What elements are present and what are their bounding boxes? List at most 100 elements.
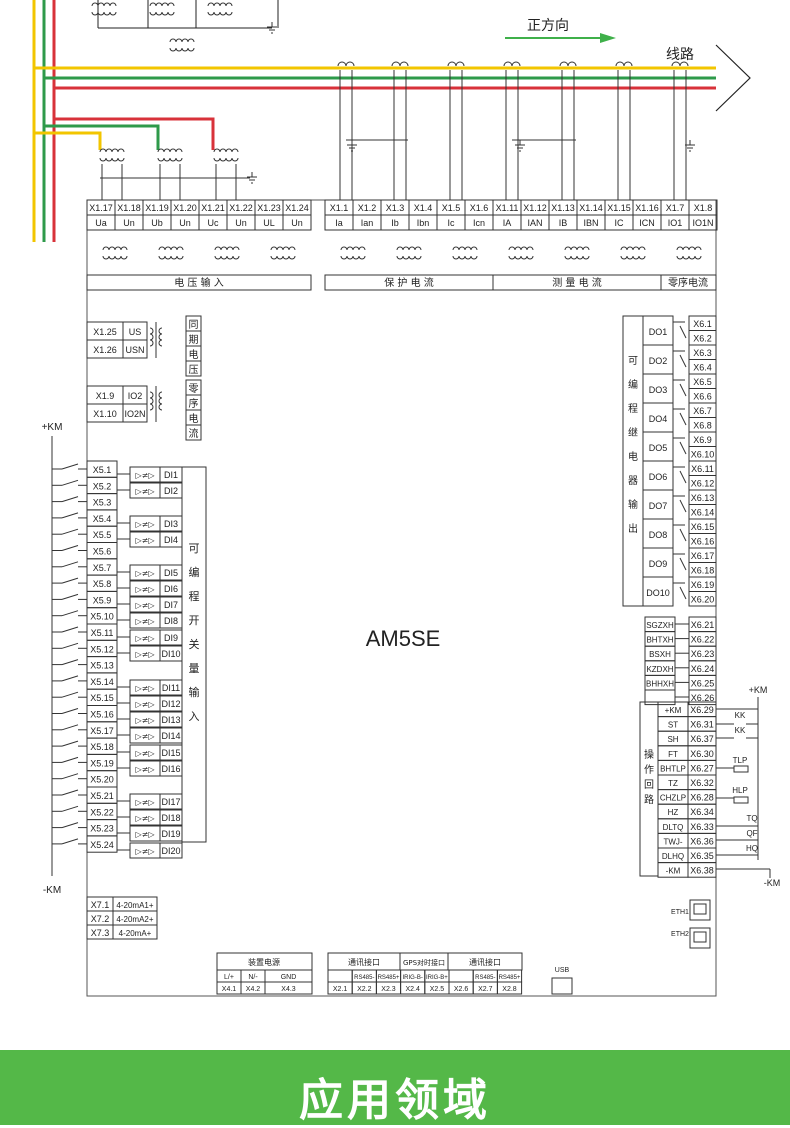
di-switch-blade <box>61 593 79 600</box>
di-label: DI9 <box>164 633 178 643</box>
hlp-label: HLP <box>732 786 748 795</box>
sync-voltage-id: X1.25 <box>93 327 117 337</box>
comm1-title: 通讯接口 <box>348 957 380 967</box>
eth1-socket <box>693 903 707 915</box>
comm-sig: IRIG-B- <box>403 975 423 981</box>
comm-sig: RS485- <box>475 975 495 981</box>
input-coil-8 <box>508 246 534 260</box>
terminal-signal: Ua <box>95 218 107 228</box>
relay-contact-blade <box>679 586 687 600</box>
di-switch-blade <box>61 756 79 763</box>
lower-pt-coil-2 <box>157 148 183 162</box>
hq-label: HQ <box>746 844 758 853</box>
optocoupler-glyph: ▷≠▷ <box>135 601 155 610</box>
di-group-char: 可 <box>189 542 200 555</box>
signal-name: BHHXH <box>646 679 674 688</box>
di-label: DI1 <box>164 470 178 480</box>
ao-sig-cell <box>112 924 158 940</box>
di-switch-blade <box>61 577 79 584</box>
sync-voltage-coil-a <box>149 327 154 347</box>
relay-output-label: DO9 <box>649 559 668 569</box>
relay-terminal-id: X6.8 <box>693 421 712 431</box>
input-coil-7 <box>452 246 478 260</box>
di-terminal-id: X5.22 <box>90 807 114 817</box>
op-terminal-id: X6.31 <box>690 720 714 730</box>
line-ct-2 <box>391 61 409 67</box>
power-sig: GND <box>281 974 297 981</box>
gps-title: GPS对时接口 <box>403 958 445 967</box>
relay-terminal-id: X6.3 <box>693 348 712 358</box>
terminal-signal: Ib <box>391 218 399 228</box>
optocoupler-glyph: ▷≠▷ <box>135 830 155 839</box>
sync-voltage-sig: US <box>129 327 142 337</box>
relay-output-label: DO2 <box>649 356 668 366</box>
terminal-signal: Ub <box>151 218 163 228</box>
line-ct-6 <box>615 61 633 67</box>
usb-label: USB <box>555 967 570 974</box>
terminal-signal: Un <box>123 218 135 228</box>
terminal-signal: Icn <box>473 218 485 228</box>
op-terminal-cell <box>687 862 717 878</box>
sync-voltage-label-cell <box>185 360 202 377</box>
line-ct-3 <box>447 61 465 67</box>
power-id-cell <box>264 981 313 995</box>
zero-seq-sig: IO2N <box>124 409 145 419</box>
op-terminal-id: X6.29 <box>690 705 714 715</box>
di-label: DI11 <box>162 683 180 693</box>
ao-sig: 4-20mA1+ <box>116 901 153 910</box>
di-terminal-id: X5.21 <box>90 791 114 801</box>
terminal-id: X1.24 <box>285 203 309 213</box>
signal-terminal-id: X6.26 <box>691 693 715 703</box>
power-id: X4.2 <box>246 986 261 993</box>
di-switch-blade <box>61 740 79 747</box>
relay-terminal-id: X6.15 <box>691 522 715 532</box>
op-name: +KM <box>665 706 682 715</box>
op-group-char: 作 <box>644 764 654 776</box>
relay-group-char: 器 <box>628 475 638 487</box>
input-coil-9 <box>564 246 590 260</box>
eth2-socket <box>693 931 707 943</box>
di-switch-blade <box>61 642 79 649</box>
relay-terminal-id: X6.20 <box>691 595 715 605</box>
di-label: DI8 <box>164 616 178 626</box>
terminal-signal: Un <box>179 218 191 228</box>
signal-name: BSXH <box>649 650 671 659</box>
ao-id: X7.2 <box>91 914 110 924</box>
relay-group-char: 出 <box>628 522 638 535</box>
op-name: FT <box>668 750 678 759</box>
input-coil-6 <box>396 246 422 260</box>
relay-output-label: DO1 <box>649 327 668 337</box>
power-title: 装置电源 <box>248 957 280 967</box>
zero-seq-current-group <box>660 274 717 291</box>
optocoupler-glyph: ▷≠▷ <box>135 585 155 594</box>
relay-output-label: DO5 <box>649 443 668 453</box>
di-label: DI5 <box>164 568 178 578</box>
op-terminal-id: X6.34 <box>690 807 714 817</box>
comm-id: X2.6 <box>454 986 469 993</box>
terminal-signal: Ic <box>447 218 455 228</box>
ao-sig: 4-20mA2+ <box>116 915 153 924</box>
op-name: HZ <box>668 808 679 817</box>
di-terminal-id: X5.4 <box>93 514 112 524</box>
wiring-diagram: 正方向线路X1.17UaX1.18UnX1.19UbX1.20UnX1.21Uc… <box>32 0 781 997</box>
di-switch-blade <box>61 561 79 568</box>
terminal-id: X1.7 <box>666 203 685 213</box>
terminal-id: X1.13 <box>551 203 575 213</box>
comm2-title: 通讯接口 <box>469 957 501 967</box>
relay-terminal-id: X6.17 <box>691 551 715 561</box>
line-ct-4 <box>503 61 521 67</box>
ao-sig: 4-20mA+ <box>119 929 152 938</box>
di-switch-blade <box>61 822 79 829</box>
eth1-port <box>689 899 711 921</box>
relay-terminal-id: X6.2 <box>693 334 712 344</box>
device-name: AM5SE <box>366 626 441 651</box>
signal-name: SGZXH <box>646 621 674 630</box>
terminal-signal-cell <box>688 214 718 231</box>
comm-id: X2.5 <box>430 986 445 993</box>
di-label: DI6 <box>164 584 178 594</box>
terminal-signal: IA <box>503 218 512 228</box>
comm-sig: IRIG-B+ <box>426 975 448 981</box>
di-terminal-id: X5.6 <box>93 547 112 557</box>
op-minus-km: -KM <box>764 878 781 888</box>
op-name: TZ <box>668 779 678 788</box>
